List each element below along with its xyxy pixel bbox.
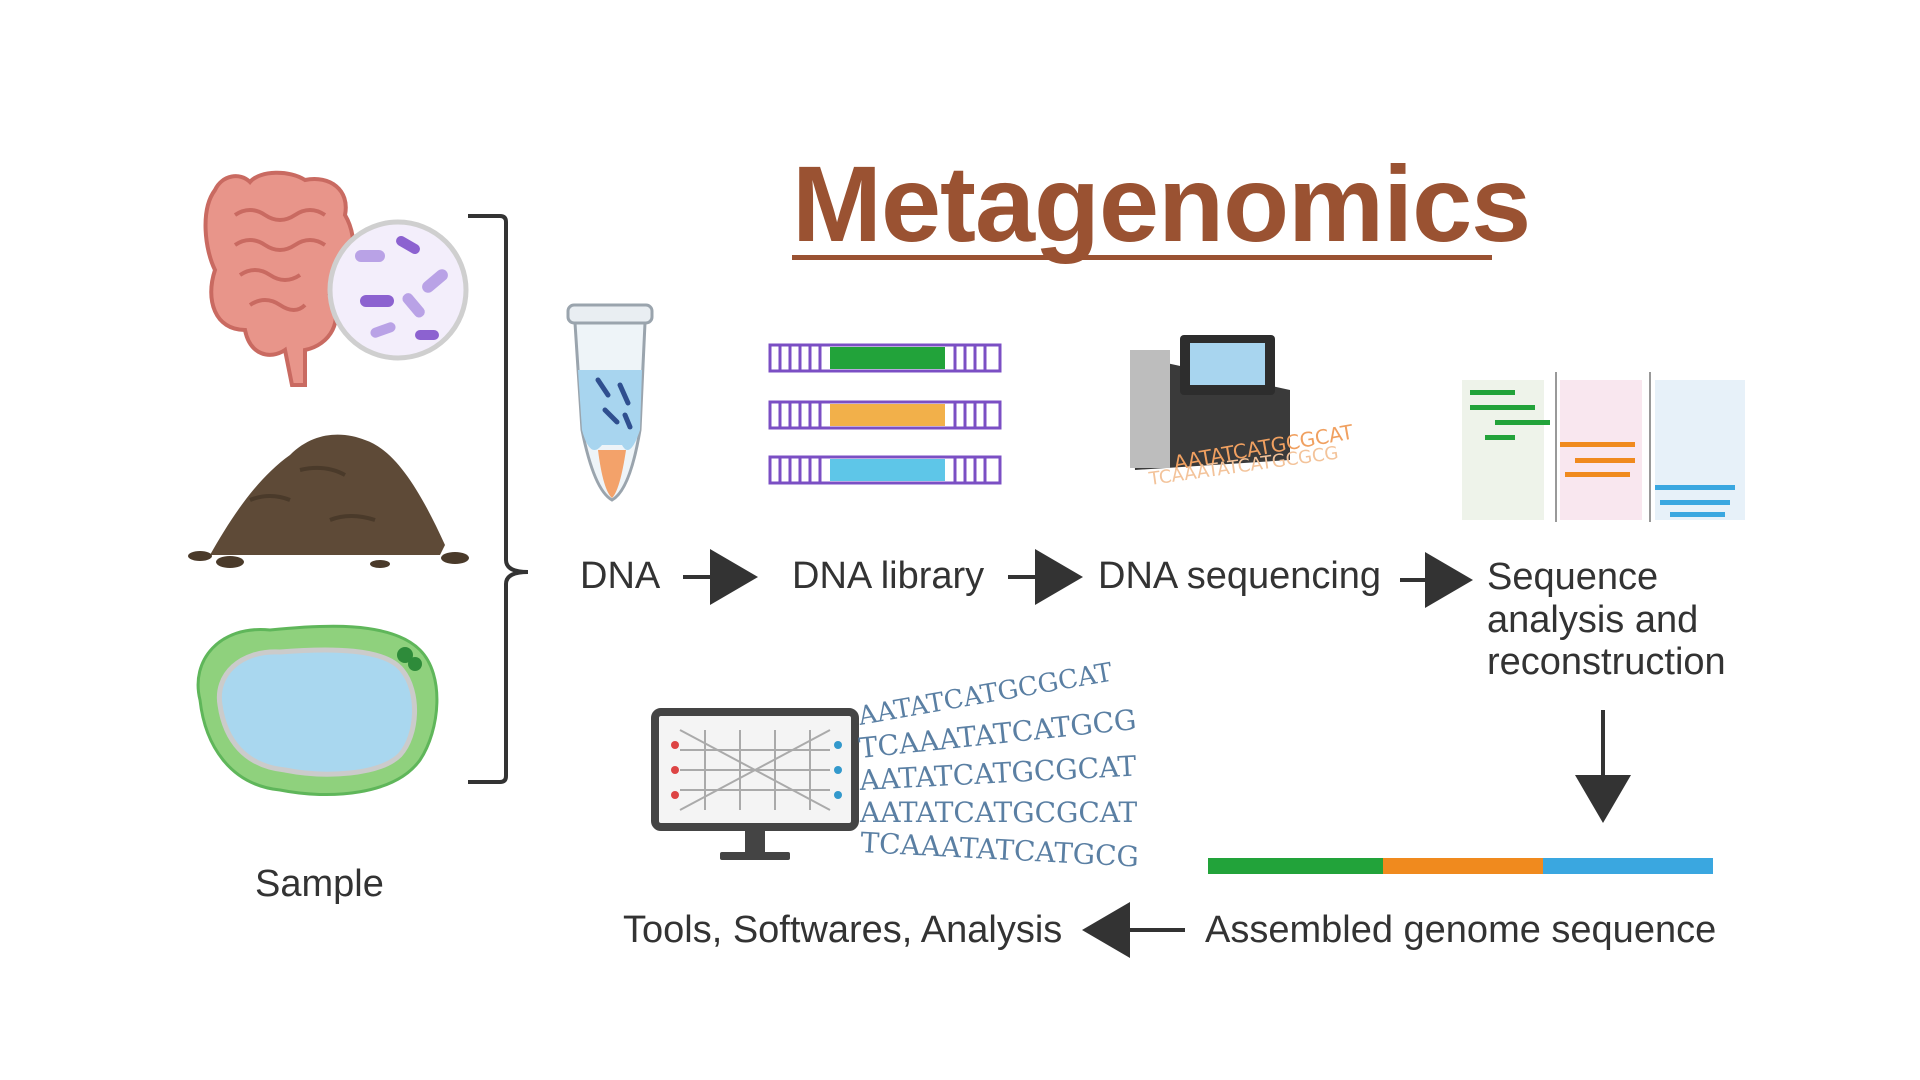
title-underline xyxy=(792,255,1492,260)
svg-text:AATATCATGCGCAT: AATATCATGCGCAT xyxy=(859,796,1137,829)
step-assembled-label: Assembled genome sequence xyxy=(1205,909,1717,951)
test-tube-icon xyxy=(566,303,654,502)
dna-strand-3 xyxy=(768,455,1002,485)
dna-library-icon xyxy=(768,343,1002,485)
step-tools-label: Tools, Softwares, Analysis xyxy=(623,909,1063,951)
contig-chart-icon xyxy=(1462,372,1745,522)
assembled-genome-bar xyxy=(1208,858,1713,874)
sequence-text-fan: AATATCATGCGCAT TCAAATATCATGCG AATATCATGC… xyxy=(855,658,1140,874)
sample-bracket xyxy=(468,214,529,784)
svg-text:TCAAATATCATGCG: TCAAATATCATGCG xyxy=(860,826,1140,874)
dna-strand-1 xyxy=(768,343,1002,373)
microbe-magnifier-icon xyxy=(327,219,469,361)
step-dna-label: DNA xyxy=(580,555,661,597)
diagram-title: Metagenomics xyxy=(792,143,1531,264)
step-sequencing-label: DNA sequencing xyxy=(1098,555,1382,597)
computer-monitor-icon xyxy=(651,708,859,860)
step-library-label: DNA library xyxy=(792,555,985,597)
soil-icon xyxy=(188,434,469,568)
sequencer-icon: AATATCATGCGCAT TCAAATATCATGCGCG xyxy=(1130,335,1356,490)
step-analysis-label: Sequence analysis and reconstruction xyxy=(1487,556,1726,684)
water-pond-icon xyxy=(196,624,439,797)
dna-strand-2 xyxy=(768,400,1002,430)
sample-label: Sample xyxy=(255,863,384,905)
